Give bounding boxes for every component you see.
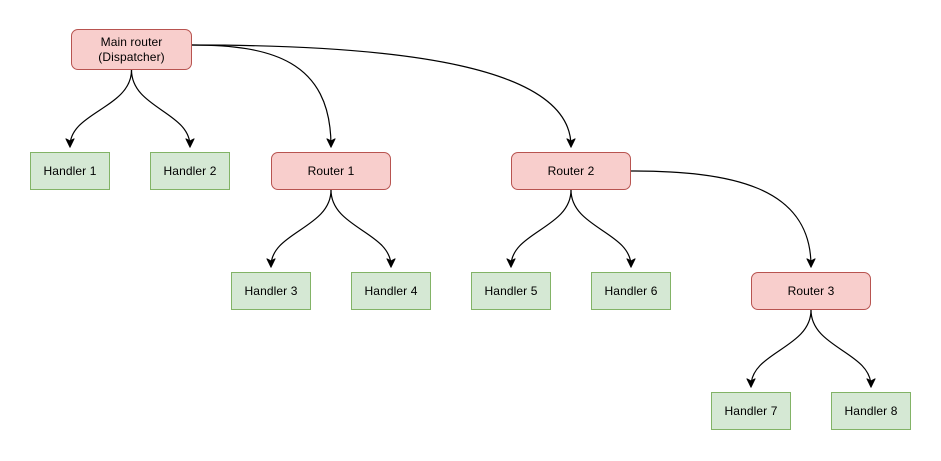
node-label-handler-8: Handler 8 <box>844 403 898 418</box>
edge-main-to-handler-2 <box>130 69 191 146</box>
node-label-router-2: Router 2 <box>547 163 595 178</box>
edge-main-to-router-2 <box>191 44 571 146</box>
edge-router2-to-handler-5 <box>511 189 572 266</box>
node-label-main-router: Main router (Dispatcher) <box>98 34 165 64</box>
node-handler-7[interactable]: Handler 7 <box>711 392 791 430</box>
edge-paths <box>70 44 871 386</box>
edge-router1-to-handler-3 <box>271 189 332 266</box>
node-handler-3[interactable]: Handler 3 <box>231 272 311 310</box>
node-label-handler-2: Handler 2 <box>163 163 217 178</box>
node-router-1[interactable]: Router 1 <box>271 152 391 190</box>
edge-router3-to-handler-7 <box>751 309 812 386</box>
node-label-handler-3: Handler 3 <box>244 283 298 298</box>
node-router-2[interactable]: Router 2 <box>511 152 631 190</box>
node-label-handler-6: Handler 6 <box>604 283 658 298</box>
node-handler-2[interactable]: Handler 2 <box>150 152 230 190</box>
edge-router2-to-handler-6 <box>570 189 631 266</box>
node-handler-1[interactable]: Handler 1 <box>30 152 110 190</box>
edge-router2-to-router-3 <box>630 170 811 266</box>
node-handler-8[interactable]: Handler 8 <box>831 392 911 430</box>
node-label-handler-7: Handler 7 <box>724 403 778 418</box>
node-handler-4[interactable]: Handler 4 <box>351 272 431 310</box>
node-main-router[interactable]: Main router (Dispatcher) <box>71 29 192 70</box>
edge-main-to-router-1 <box>191 44 331 146</box>
node-label-handler-1: Handler 1 <box>43 163 97 178</box>
edge-router3-to-handler-8 <box>810 309 871 386</box>
node-label-router-1: Router 1 <box>307 163 355 178</box>
edge-main-to-handler-1 <box>70 69 133 146</box>
node-label-router-3: Router 3 <box>787 283 835 298</box>
node-label-handler-5: Handler 5 <box>484 283 538 298</box>
node-handler-6[interactable]: Handler 6 <box>591 272 671 310</box>
node-label-handler-4: Handler 4 <box>364 283 418 298</box>
edge-router1-to-handler-4 <box>330 189 391 266</box>
node-router-3[interactable]: Router 3 <box>751 272 871 310</box>
node-handler-5[interactable]: Handler 5 <box>471 272 551 310</box>
